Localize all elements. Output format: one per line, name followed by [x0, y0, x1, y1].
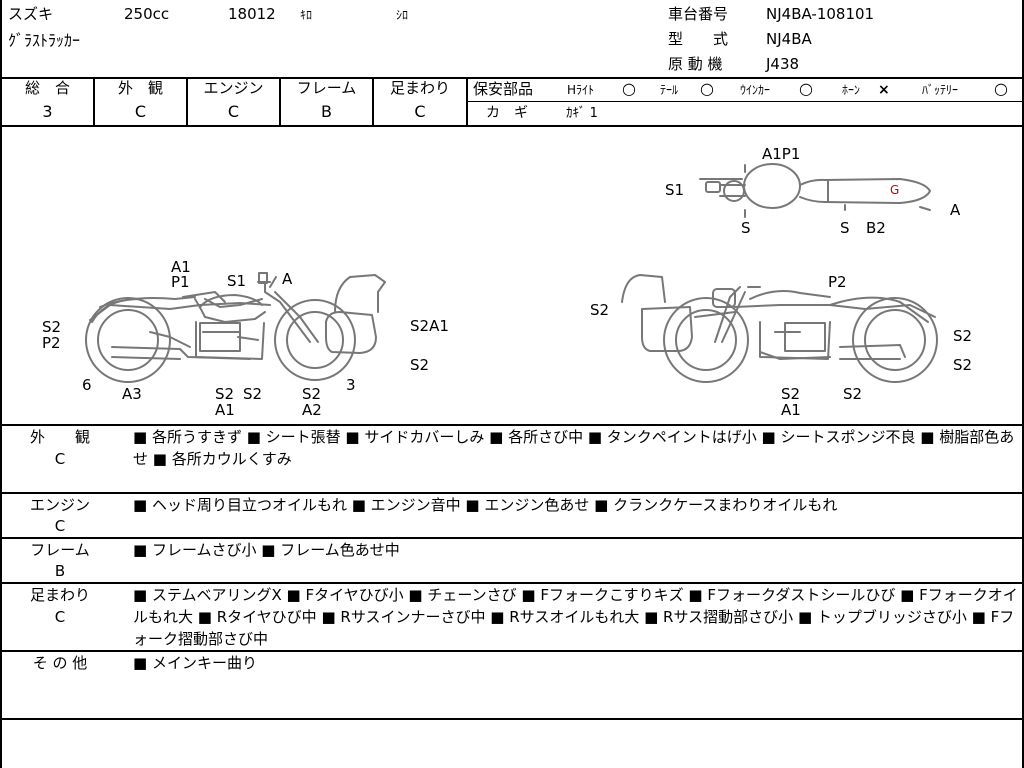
left-label-s2-e: S2	[410, 356, 430, 374]
grade-value-suspension: C	[414, 102, 426, 121]
safety-winker-label: ｳｲﾝｶｰ	[740, 83, 771, 97]
left-label-p1: P1	[171, 273, 190, 291]
section-notes: ■ メインキー曲り	[133, 654, 257, 672]
safety-tail-mark: ○	[700, 79, 714, 98]
damage-diagram: A1P1 S1 S S B2 A G A1 P1 S1 A S2 P2 6 A3…	[0, 127, 1024, 425]
divider	[0, 718, 1024, 720]
grade-value-engine: C	[227, 102, 240, 121]
grade-value-overall: 3	[42, 102, 53, 121]
mileage-unit: ｷﾛ	[300, 8, 313, 22]
safety-headlight-mark: ○	[622, 79, 636, 98]
top-label-s1: S1	[665, 181, 685, 199]
left-label-6: 6	[82, 376, 92, 394]
engine-value: J438	[766, 55, 800, 73]
left-label-s2-c: S2	[243, 385, 263, 403]
left-label-p2: P2	[42, 334, 61, 352]
safety-battery-label: ﾊﾞｯﾃﾘｰ	[922, 83, 959, 97]
top-label-s-mid: S	[840, 219, 850, 237]
displacement: 250cc	[124, 5, 170, 23]
motorcycle-diagrams	[85, 163, 938, 383]
divider	[466, 101, 1024, 102]
section-title: 足まわり	[29, 586, 90, 604]
grade-label-exterior: 外 観	[117, 79, 163, 97]
safety-horn-mark: ×	[878, 82, 890, 98]
left-label-s2-d: S2	[302, 385, 322, 403]
right-label-s2-a: S2	[590, 301, 610, 319]
top-label-a1p1: A1P1	[762, 145, 801, 163]
mileage: 18012	[228, 5, 276, 23]
right-label-s2-b: S2	[953, 327, 973, 345]
grade-value-frame: B	[321, 102, 332, 121]
divider	[0, 125, 1024, 127]
top-label-a: A	[950, 201, 961, 219]
safety-label: 保安部品	[473, 80, 534, 98]
divider	[93, 77, 95, 127]
frame-no-label: 車台番号	[668, 5, 729, 23]
top-label-g: G	[890, 183, 900, 197]
key-value: ｶｷﾞ 1	[566, 106, 598, 121]
safety-winker-mark: ○	[799, 79, 813, 98]
left-label-3: 3	[346, 376, 356, 394]
left-label-a2: A2	[302, 401, 322, 419]
divider	[0, 424, 1024, 426]
type-label: 型 式	[668, 30, 729, 48]
section-title: そ の 他	[32, 654, 88, 672]
divider	[279, 77, 281, 127]
grade-label-overall: 総 合	[24, 79, 70, 97]
divider	[186, 77, 188, 127]
engine-label: 原 動 機	[668, 55, 723, 73]
section-notes: ■ フレームさび小 ■ フレーム色あせ中	[133, 541, 400, 559]
section-notes: ■ ステムベアリングX ■ Fタイヤひび小 ■ チェーンさび ■ Fフォークこす…	[133, 586, 1018, 648]
maker: スズキ	[8, 5, 54, 23]
grade-label-suspension: 足まわり	[389, 79, 450, 97]
grade-value-exterior: C	[134, 102, 147, 121]
frame-no: NJ4BA-108101	[766, 5, 875, 23]
divider	[0, 537, 1024, 539]
section-title: エンジン	[29, 496, 90, 514]
section-grade: B	[54, 562, 66, 580]
safety-headlight-label: Hﾗｲﾄ	[567, 83, 595, 97]
key-label: カ ギ	[486, 105, 528, 121]
right-label-p2: P2	[828, 273, 847, 291]
type-value: NJ4BA	[766, 30, 812, 48]
color: ｼﾛ	[396, 8, 409, 22]
divider	[0, 650, 1024, 652]
section-title: フレーム	[30, 541, 90, 559]
divider	[466, 77, 468, 127]
left-label-a: A	[282, 270, 293, 288]
grade-label-frame: フレーム	[296, 79, 357, 97]
left-label-s2-b: S2	[215, 385, 235, 403]
right-label-s2-c: S2	[953, 356, 973, 374]
left-label-a1: A1	[171, 258, 191, 276]
divider	[0, 582, 1024, 584]
safety-horn-label: ﾎｰﾝ	[842, 83, 861, 97]
model-name: ｸﾞﾗｽﾄﾗｯｶｰ	[8, 31, 81, 50]
section-grade: C	[54, 517, 66, 535]
section-grade: C	[54, 450, 66, 468]
safety-battery-mark: ○	[994, 79, 1008, 98]
right-label-s2-e: S2	[843, 385, 863, 403]
section-notes: ■ 各所うすきず ■ シート張替 ■ サイドカバーしみ ■ 各所さび中 ■ タン…	[133, 428, 1015, 468]
top-label-b2: B2	[866, 219, 886, 237]
section-title: 外 観	[29, 428, 90, 446]
divider	[0, 492, 1024, 494]
right-label-a1: A1	[781, 401, 801, 419]
section-notes: ■ ヘッド周り目立つオイルもれ ■ エンジン音中 ■ エンジン色あせ ■ クラン…	[133, 496, 838, 514]
divider	[0, 77, 1024, 79]
left-label-a1-b: A1	[215, 401, 235, 419]
grade-label-engine: エンジン	[203, 79, 264, 97]
left-label-s2-a: S2	[42, 318, 62, 336]
section-grade: C	[54, 608, 66, 626]
left-label-s2a1: S2A1	[410, 317, 449, 335]
right-label-s2-d: S2	[781, 385, 801, 403]
safety-tail-label: ﾃｰﾙ	[660, 83, 679, 97]
top-label-s-left: S	[741, 219, 751, 237]
left-label-a3: A3	[122, 385, 142, 403]
divider	[372, 77, 374, 127]
left-label-s1: S1	[227, 272, 247, 290]
